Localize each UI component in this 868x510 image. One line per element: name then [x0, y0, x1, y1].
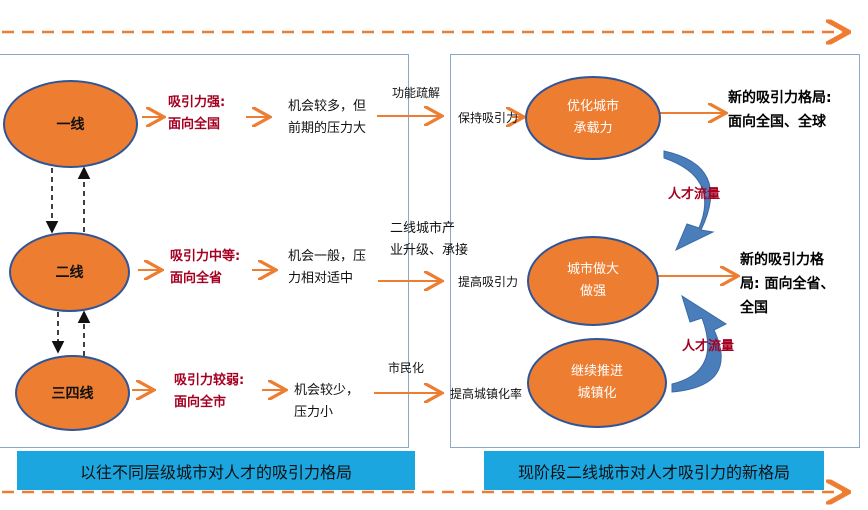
- opportunity-tier2: 机会一般，压 力相对适中: [288, 249, 367, 286]
- attraction-tier1: 吸引力强: 面向全国: [168, 95, 226, 132]
- effect-row2: 提高吸引力: [458, 275, 519, 289]
- node-optimize-capacity: 优化城市 承载力: [525, 76, 661, 160]
- left-caption: 以往不同层级城市对人才的吸引力格局: [17, 451, 415, 490]
- node-tier3: 三四线: [15, 355, 130, 431]
- node-tier2: 二线: [9, 232, 130, 312]
- driver-row3: 市民化: [388, 361, 425, 375]
- result-row2: 新的吸引力格 局: 面向全省、 全国: [740, 252, 835, 316]
- driver-row1: 功能疏解: [392, 86, 441, 100]
- node-tier1: 一线: [3, 80, 138, 168]
- opportunity-tier3: 机会较少， 压力小: [294, 383, 360, 420]
- attraction-tier3: 吸引力较弱: 面向全市: [174, 373, 245, 410]
- opportunity-tier1: 机会较多，但 前期的压力大: [288, 99, 367, 136]
- attraction-tier2: 吸引力中等: 面向全省: [170, 249, 241, 286]
- effect-row3: 提高城镇化率: [450, 387, 523, 401]
- result-row1: 新的吸引力格局: 面向全国、全球: [728, 90, 832, 130]
- flow-arrow-down: [663, 150, 715, 252]
- right-caption: 现阶段二线城市对人才吸引力的新格局: [484, 451, 824, 490]
- flow-label-2: 人才流量: [682, 339, 735, 354]
- effect-row1: 保持吸引力: [458, 111, 519, 125]
- flow-label-1: 人才流量: [668, 187, 721, 202]
- driver-row2: 二线城市产 业升级、承接: [390, 221, 469, 258]
- flow-arrow-up: [671, 294, 728, 393]
- node-grow-stronger: 城市做大 做强: [527, 236, 659, 326]
- node-urbanization: 继续推进 城镇化: [527, 338, 667, 428]
